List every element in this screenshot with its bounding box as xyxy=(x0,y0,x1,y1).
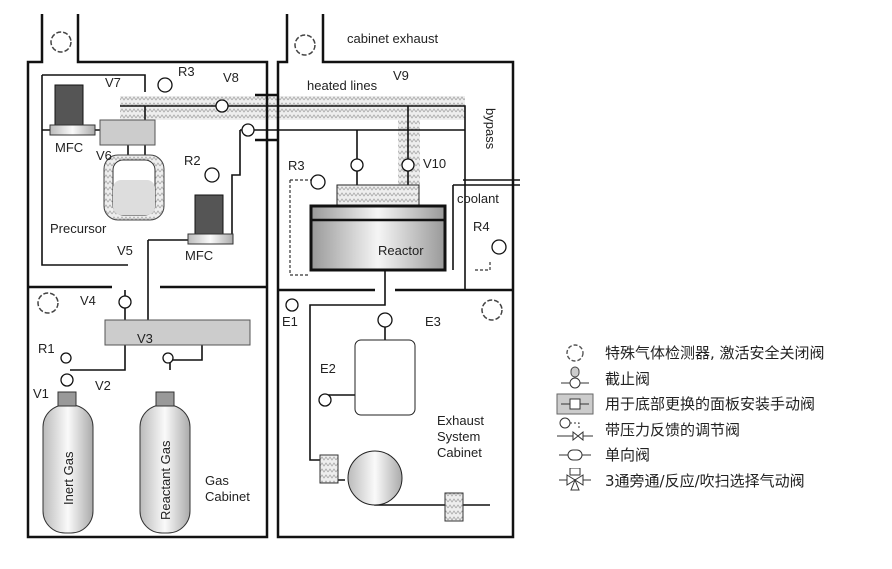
v8-label: V8 xyxy=(223,70,239,85)
mfc-2 xyxy=(194,194,224,236)
legend-item: 截止阀 xyxy=(555,366,825,392)
filter-2 xyxy=(444,492,464,522)
cabinet-exhaust-label: cabinet exhaust xyxy=(347,31,438,46)
gauge-r1 xyxy=(60,352,72,364)
reactor-lid xyxy=(336,184,420,206)
e3-label: E3 xyxy=(425,314,441,329)
heated-lines-label: heated lines xyxy=(307,78,378,93)
legend-text: 带压力反馈的调节阀 xyxy=(605,420,741,439)
r3-label-2: R3 xyxy=(288,158,305,173)
legend-text: 截止阀 xyxy=(605,369,651,388)
coolant-label: coolant xyxy=(457,191,499,206)
three-way-valve-icon xyxy=(559,468,591,491)
v1-label: V1 xyxy=(33,386,49,401)
gauge-r3 xyxy=(157,77,173,93)
left-cabinet xyxy=(26,14,269,539)
exhaust-label-3: Cabinet xyxy=(437,445,482,460)
gas-detector-icon xyxy=(294,34,316,56)
mfc-label-1: MFC xyxy=(55,140,83,155)
bypass-label: bypass xyxy=(483,108,498,150)
gauge-r1b xyxy=(162,352,174,364)
legend-item: 用于底部更换的面板安装手动阀 xyxy=(555,391,825,417)
valves xyxy=(60,99,415,407)
panel-manual-valve-v6 xyxy=(99,119,156,146)
exhaust-label-2: System xyxy=(437,429,480,444)
r3-label: R3 xyxy=(178,64,195,79)
gas-detector-icon xyxy=(50,31,72,53)
gas-detector-icon xyxy=(566,344,584,362)
legend-item: 特殊气体检测器, 激活安全关闭阀 xyxy=(555,340,825,366)
gas-detector-icon xyxy=(37,292,59,314)
v7-label: V7 xyxy=(105,75,121,90)
precursor-label: Precursor xyxy=(50,221,107,236)
e1-label: E1 xyxy=(282,314,298,329)
v2-label: V2 xyxy=(95,378,111,393)
r2-label: R2 xyxy=(184,153,201,168)
reactor xyxy=(309,204,447,272)
v6-label: V6 xyxy=(96,148,112,163)
e2-label: E2 xyxy=(320,361,336,376)
exhaust-label: Exhaust xyxy=(437,413,484,428)
heated-lines-band xyxy=(120,96,465,120)
v10-label: V10 xyxy=(423,156,446,171)
legend-text: 用于底部更换的面板安装手动阀 xyxy=(605,395,816,414)
gas-detector-icon xyxy=(481,299,503,321)
mfc-label-2: MFC xyxy=(185,248,213,263)
inert-gas-label: Inert Gas xyxy=(61,451,76,505)
gauge-r4 xyxy=(491,239,507,255)
v4-label: V4 xyxy=(80,293,96,308)
legend-text: 单向阀 xyxy=(605,446,651,465)
legend-item: 3通旁通/反应/吹扫选择气动阀 xyxy=(555,468,825,494)
legend-item: 单向阀 xyxy=(555,442,825,468)
pressure-regulator-icon xyxy=(557,417,593,442)
gas-cabinet-label-2: Cabinet xyxy=(205,489,250,504)
exhaust-trap xyxy=(354,339,416,416)
panel-manual-valve-icon xyxy=(556,393,594,415)
panel-manual-valve-v3 xyxy=(104,319,251,346)
r1-label: R1 xyxy=(38,341,55,356)
v3-label: V3 xyxy=(137,331,153,346)
reactant-gas-label: Reactant Gas xyxy=(158,440,173,520)
v5-label: V5 xyxy=(117,243,133,258)
r4-label: R4 xyxy=(473,219,490,234)
check-valve-icon xyxy=(559,449,591,461)
gauge-r2 xyxy=(204,167,220,183)
vacuum-pump xyxy=(347,450,403,506)
right-cabinet xyxy=(255,14,515,539)
legend-text: 3通旁通/反应/吹扫选择气动阀 xyxy=(605,471,805,490)
legend-text: 特殊气体检测器, 激活安全关闭阀 xyxy=(605,344,825,363)
v9-label: V9 xyxy=(393,68,409,83)
mfc-1 xyxy=(54,84,84,126)
filter-1 xyxy=(319,454,339,484)
legend: 特殊气体检测器, 激活安全关闭阀 截止阀 用于底部更换的面板安装手动阀 带压力反… xyxy=(555,340,825,493)
legend-item: 带压力反馈的调节阀 xyxy=(555,417,825,443)
gauge-r3b xyxy=(310,174,326,190)
gas-cabinet-label: Gas xyxy=(205,473,229,488)
shutoff-valve-icon xyxy=(561,366,589,389)
reactor-label: Reactor xyxy=(378,243,424,258)
